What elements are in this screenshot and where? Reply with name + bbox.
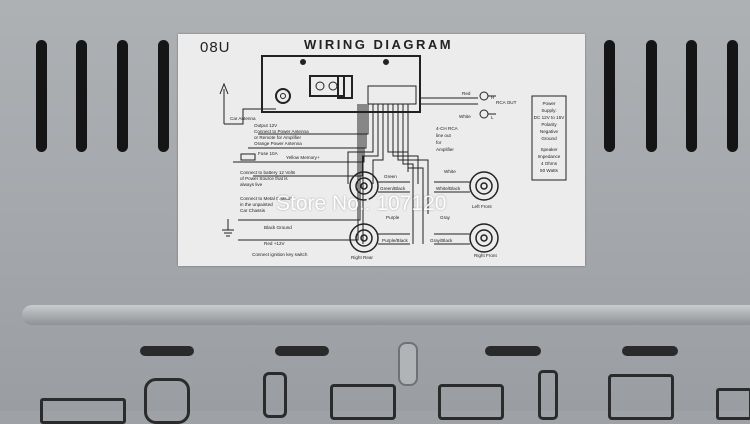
rca-l: L: [491, 115, 494, 120]
note-battery-1: Connect to battery 12 Volts: [240, 170, 296, 175]
note-power-antenna: Connect to Power Antenna: [254, 129, 309, 134]
wire-purple: Purple: [386, 215, 400, 220]
note-car-antenna: Car Antenna: [230, 116, 256, 121]
vent-slot: [76, 40, 87, 152]
wire-purple-black: Purple/Black: [382, 238, 408, 243]
chassis-notch: [398, 342, 418, 386]
mount-hole: [140, 346, 194, 356]
power-line-7: Speaker: [540, 147, 558, 152]
note-amplifier: or Remote for Amplifier: [254, 135, 301, 140]
vent-slot: [727, 40, 738, 152]
note-orange: Orange Power Antenna: [254, 141, 302, 146]
chassis-rail: [22, 305, 750, 325]
note-fuse: Fuse 10A: [258, 151, 279, 156]
note-chassis-2: in the unpainted: [240, 202, 273, 207]
chassis-cutout: [608, 374, 674, 420]
rca-line-1: 4-CH RCA: [436, 126, 459, 131]
power-line-6: Ground: [541, 136, 557, 141]
note-battery-2: of Power Source that is: [240, 176, 288, 181]
power-line-9: 4 Ohms: [541, 161, 558, 166]
mount-hole: [622, 346, 678, 356]
note-black-ground: Black Ground: [264, 225, 292, 230]
wire-white-black: White/Black: [436, 186, 461, 191]
mount-hole: [485, 346, 541, 356]
note-chassis-3: Car Chassis: [240, 208, 266, 213]
power-line-2: Supply:: [541, 108, 556, 113]
vent-slot: [117, 40, 128, 152]
rca-line-2: line out: [436, 133, 452, 138]
chassis-cutout: [144, 378, 190, 424]
wire-green-black: Green/Black: [380, 186, 406, 191]
rca-r: R: [491, 95, 495, 100]
store-watermark: Store No.: 107120: [276, 192, 447, 215]
chassis-cutout: [716, 388, 750, 420]
wire-green: Green: [384, 174, 397, 179]
note-battery-3: always live: [240, 182, 263, 187]
chassis-cutout: [438, 384, 504, 420]
rca-red: Red: [462, 91, 471, 96]
rca-line-4: Amplifier: [436, 147, 454, 152]
diagram-title: WIRING DIAGRAM: [304, 37, 454, 52]
model-number: 08U: [200, 39, 231, 56]
wire-gray: Gray: [440, 215, 451, 220]
speaker-left-front: Left Front: [472, 204, 492, 209]
rca-out-label: RCA OUT: [496, 100, 517, 105]
note-yellow: Yellow Memory+: [286, 155, 320, 160]
note-red: Red +12V: [264, 241, 285, 246]
note-output: Output 12V: [254, 123, 278, 128]
vent-slot: [646, 40, 657, 152]
rca-white: White: [459, 114, 471, 119]
wiring-diagram: Car Antenna Output 12V Connect to Power …: [219, 55, 567, 260]
vent-slot: [36, 40, 47, 152]
chassis-cutout: [40, 398, 126, 424]
speaker-right-rear: Right Rear: [351, 255, 373, 260]
power-line-3: DC 12V to 15V: [534, 115, 566, 120]
note-ignition: Connect ignition key switch: [252, 252, 308, 257]
vent-slot: [158, 40, 169, 152]
power-line-1: Power: [542, 101, 555, 106]
chassis-cutout: [538, 370, 558, 420]
rca-line-3: for: [436, 140, 442, 145]
vent-slot: [686, 40, 697, 152]
note-chassis-1: Connect to Metal Chassis: [240, 196, 293, 201]
power-line-5: Negative: [540, 129, 559, 134]
chassis-cutout: [330, 384, 396, 420]
speaker-right-front: Right Front: [474, 253, 497, 258]
mount-hole: [275, 346, 329, 356]
power-line-10: 50 Watts: [540, 168, 559, 173]
wiring-diagram-label: 08U WIRING DIAGRAM: [178, 34, 585, 266]
vent-slot: [604, 40, 615, 152]
wire-gray-black: Gray/Black: [430, 238, 453, 243]
power-line-4: Polarity: [541, 122, 557, 127]
wire-white: White: [444, 169, 456, 174]
power-line-8: Impedance: [538, 154, 561, 159]
chassis-cutout: [263, 372, 287, 418]
